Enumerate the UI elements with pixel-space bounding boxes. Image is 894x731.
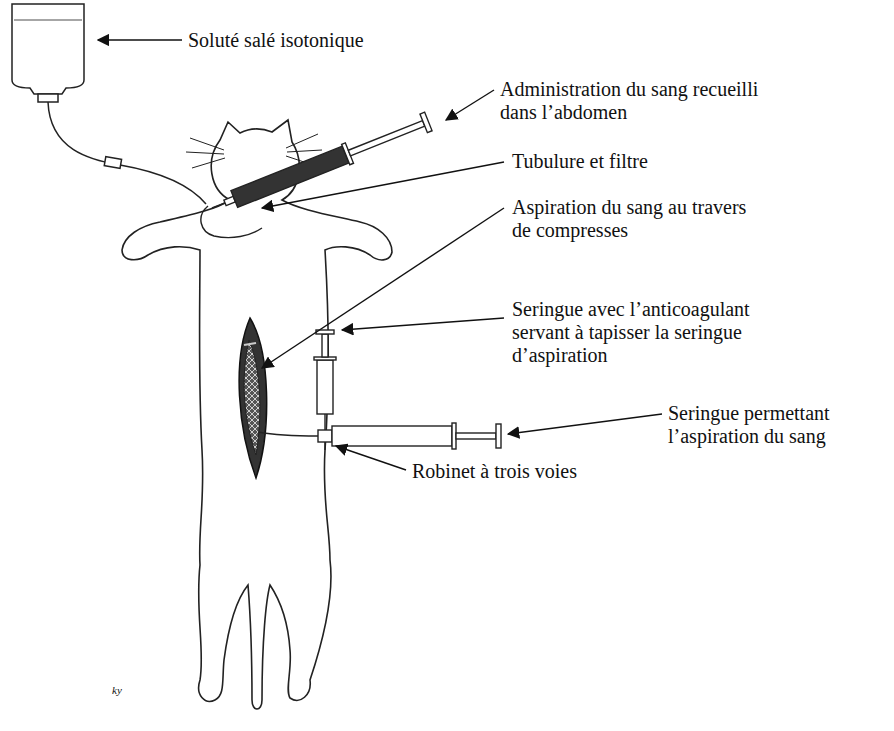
administration-syringe bbox=[201, 111, 433, 237]
callout-label: Administration du sang recueilli dans l’… bbox=[500, 78, 775, 124]
callout-label: Seringue avec l’anticoagulant servant à … bbox=[512, 298, 764, 367]
gauze bbox=[244, 340, 260, 455]
incision bbox=[239, 318, 267, 478]
callout-label: Aspiration du sang au travers de compres… bbox=[512, 196, 758, 242]
callout-label: Seringue permettant l’aspiration du sang bbox=[668, 402, 874, 448]
artist-signature: ky bbox=[112, 684, 142, 697]
callout-label: Soluté salé isotonique bbox=[188, 29, 448, 52]
saline-bottle bbox=[12, 4, 206, 204]
anticoagulant-syringe bbox=[317, 360, 333, 414]
aspiration-set bbox=[258, 330, 501, 450]
cat-body bbox=[122, 120, 392, 709]
callout-label: Tubulure et filtre bbox=[512, 150, 732, 173]
three-way-stopcock bbox=[318, 430, 332, 442]
callout-label: Robinet à trois voies bbox=[412, 460, 632, 483]
